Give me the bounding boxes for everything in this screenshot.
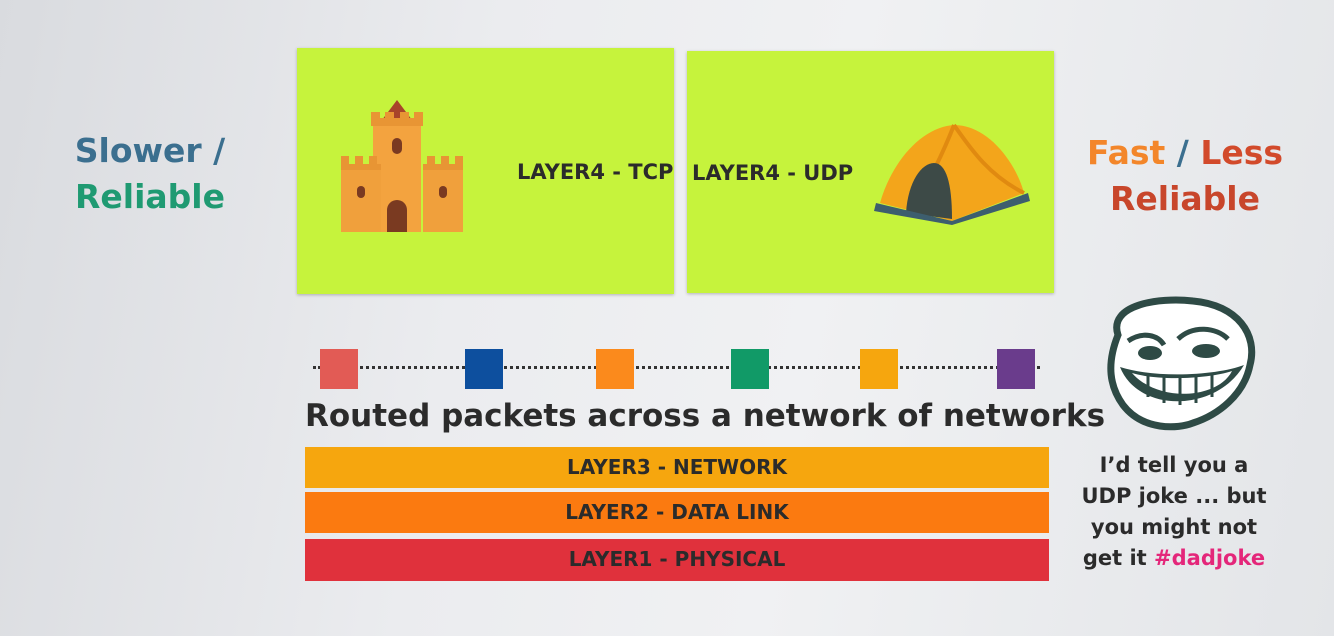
- layer4-tcp-title: LAYER4 - TCP: [517, 160, 674, 184]
- less-text: Less: [1200, 133, 1284, 172]
- troll-face-icon: [1107, 296, 1256, 431]
- slash-text: /: [1176, 133, 1189, 172]
- udp-panel: LAYER4 - UDP: [687, 51, 1054, 293]
- layer3-bar: LAYER3 - NETWORK: [305, 447, 1049, 488]
- network-node: [320, 349, 358, 389]
- tcp-panel: LAYER4 - TCP: [297, 48, 674, 294]
- dad-joke-text: I’d tell you a UDP joke ... but you migh…: [1074, 450, 1274, 574]
- joke-line: get it: [1082, 546, 1147, 570]
- network-node: [860, 349, 898, 389]
- slash-text: /: [213, 131, 226, 170]
- layer2-bar: LAYER2 - DATA LINK: [305, 492, 1049, 533]
- dadjoke-hashtag: #dadjoke: [1154, 546, 1266, 570]
- network-caption: Routed packets across a network of netwo…: [305, 398, 1106, 434]
- slower-text: Slower: [74, 131, 202, 170]
- fast-less-reliable-label: Fast / Less Reliable: [1070, 130, 1300, 222]
- network-dotted-line: [313, 366, 1040, 369]
- joke-line: I’d tell you a: [1099, 453, 1249, 477]
- network-node: [596, 349, 634, 389]
- tent-icon: [874, 123, 1030, 225]
- slower-reliable-label: Slower / Reliable: [40, 128, 260, 220]
- reliable-text: Reliable: [1110, 179, 1260, 218]
- joke-line: UDP joke ... but: [1081, 484, 1267, 508]
- network-node: [997, 349, 1035, 389]
- joke-line: you might not: [1090, 515, 1258, 539]
- layer1-bar: LAYER1 - PHYSICAL: [305, 539, 1049, 581]
- reliable-text: Reliable: [75, 177, 225, 216]
- network-node: [465, 349, 503, 389]
- castle-icon: [341, 100, 463, 232]
- fast-text: Fast: [1086, 133, 1166, 172]
- network-node: [731, 349, 769, 389]
- layer4-udp-title: LAYER4 - UDP: [692, 161, 854, 185]
